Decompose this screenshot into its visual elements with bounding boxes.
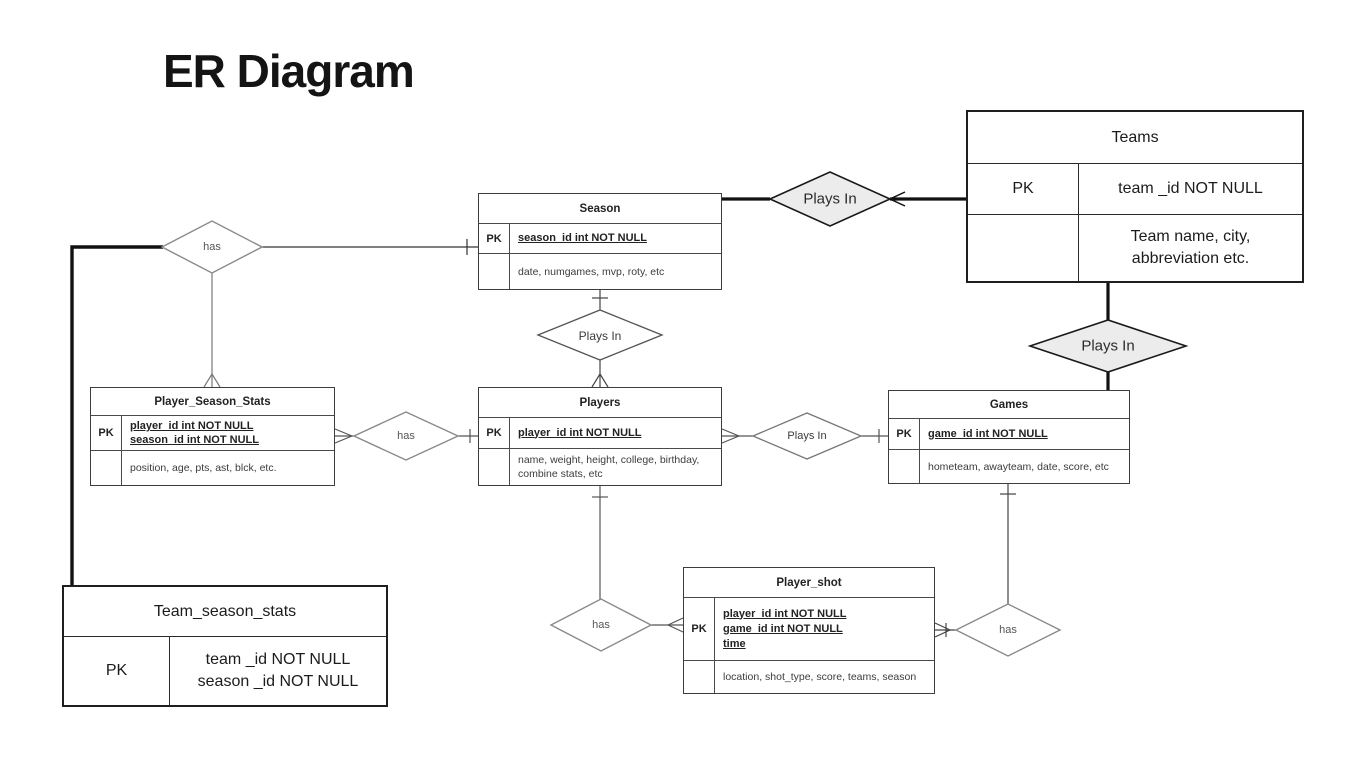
pk-field: team _id NOT NULL <box>1118 180 1263 197</box>
empty-cell <box>91 451 122 485</box>
entity-players-pk-label: PK <box>479 418 510 448</box>
connector-teamseasonstats-has <box>70 245 163 585</box>
entity-players: Players PK player_id int NOT NULL name, … <box>478 387 722 486</box>
entity-player-shot-attrs: location, shot_type, score, teams, seaso… <box>723 671 917 683</box>
relationship-label-plays-in: Plays In <box>787 430 827 442</box>
entity-player-season-stats-pk-label: PK <box>91 416 122 450</box>
pk-field: game_id int NOT NULL <box>928 427 1048 440</box>
relationship-label-plays-in: Plays In <box>578 329 622 343</box>
pk-field: season _id NOT NULL <box>197 673 359 690</box>
entity-player-shot-title: Player_shot <box>684 568 934 598</box>
relationship-label-has: has <box>203 241 221 253</box>
relationship-label-plays-in: Plays In <box>803 190 857 208</box>
entity-teams-pk-label: PK <box>968 164 1079 214</box>
pk-field: time <box>723 637 746 650</box>
relationship-label-has: has <box>592 619 610 631</box>
entity-teams-attrs: Team name, city, abbreviation etc. <box>1130 228 1251 267</box>
relationship-label-has: has <box>397 430 415 442</box>
entity-team-season-stats-pk-label: PK <box>64 637 170 705</box>
pk-field: season_id int NOT NULL <box>518 232 647 244</box>
empty-cell <box>479 449 510 485</box>
crow-foot-marker-players-right <box>721 428 740 444</box>
entity-games-pk-label: PK <box>889 419 920 449</box>
relationship-label-has: has <box>999 624 1017 636</box>
entity-player-shot: Player_shot PK player_id int NOT NULL ga… <box>683 567 935 694</box>
connector-has-to-season <box>262 239 478 255</box>
diamond-games-playershot-has <box>954 603 1062 657</box>
entity-player-season-stats-attrs: position, age, pts, ast, blck, etc. <box>130 462 277 474</box>
entity-season-attrs: date, numgames, mvp, roty, etc <box>518 265 665 278</box>
diamond-pss-players-has <box>352 411 460 461</box>
diamond-teams-games-playsin <box>1027 319 1189 373</box>
entity-season: Season PK season_id int NOT NULL date, n… <box>478 193 722 290</box>
relationship-label-plays-in: Plays In <box>1081 337 1135 355</box>
crow-foot-marker-pss-top <box>203 372 221 388</box>
crow-foot-marker-playershot-left <box>667 617 684 633</box>
entity-season-title: Season <box>479 194 721 224</box>
pk-field: season_id int NOT NULL <box>130 434 259 446</box>
connector-pss-players <box>334 428 478 444</box>
entity-teams: Teams PK team _id NOT NULL Team name, ci… <box>966 110 1304 283</box>
crow-foot-marker-playershot-right <box>934 622 951 638</box>
pk-field: player_id int NOT NULL <box>723 607 847 620</box>
entity-player-shot-pk-label: PK <box>684 598 715 660</box>
connector-has-to-pss <box>203 273 221 388</box>
empty-cell <box>968 215 1079 281</box>
diamond-season-teams-playsin <box>768 171 892 227</box>
entity-players-title: Players <box>479 388 721 418</box>
pk-field: team _id NOT NULL <box>205 651 351 668</box>
diamond-teamseasonstats-has <box>160 220 264 274</box>
entity-player-season-stats: Player_Season_Stats PK player_id int NOT… <box>90 387 335 486</box>
connector-games-playershot <box>934 484 1016 638</box>
entity-players-attrs: name, weight, height, college, birthday,… <box>518 454 700 480</box>
diamond-players-games-playsin <box>751 412 863 460</box>
crow-foot-marker-players-top <box>591 373 609 388</box>
entity-teams-title: Teams <box>968 112 1302 164</box>
pk-field: player_id int NOT NULL <box>130 420 254 432</box>
pk-field: player_id int NOT NULL <box>518 426 642 439</box>
empty-cell <box>889 450 920 483</box>
diamond-season-players-playsin <box>536 309 664 361</box>
entity-player-season-stats-title: Player_Season_Stats <box>91 388 334 416</box>
entity-season-pk-label: PK <box>479 224 510 253</box>
empty-cell <box>479 254 510 289</box>
entity-team-season-stats-title: Team_season_stats <box>64 587 386 637</box>
connector-players-games <box>721 428 888 444</box>
pk-field: game_id int NOT NULL <box>723 622 843 635</box>
entity-games-attrs: hometeam, awayteam, date, score, etc <box>928 460 1109 473</box>
entity-team-season-stats: Team_season_stats PK team _id NOT NULL s… <box>62 585 388 707</box>
diamond-players-playershot-has <box>549 598 653 652</box>
entity-games-title: Games <box>889 391 1129 419</box>
connector-season-players <box>591 290 609 388</box>
connector-players-playershot <box>592 486 684 633</box>
page-title: ER Diagram <box>163 45 415 97</box>
entity-games: Games PK game_id int NOT NULL hometeam, … <box>888 390 1130 484</box>
crow-foot-marker-pss-right <box>334 428 353 444</box>
empty-cell <box>684 661 715 693</box>
